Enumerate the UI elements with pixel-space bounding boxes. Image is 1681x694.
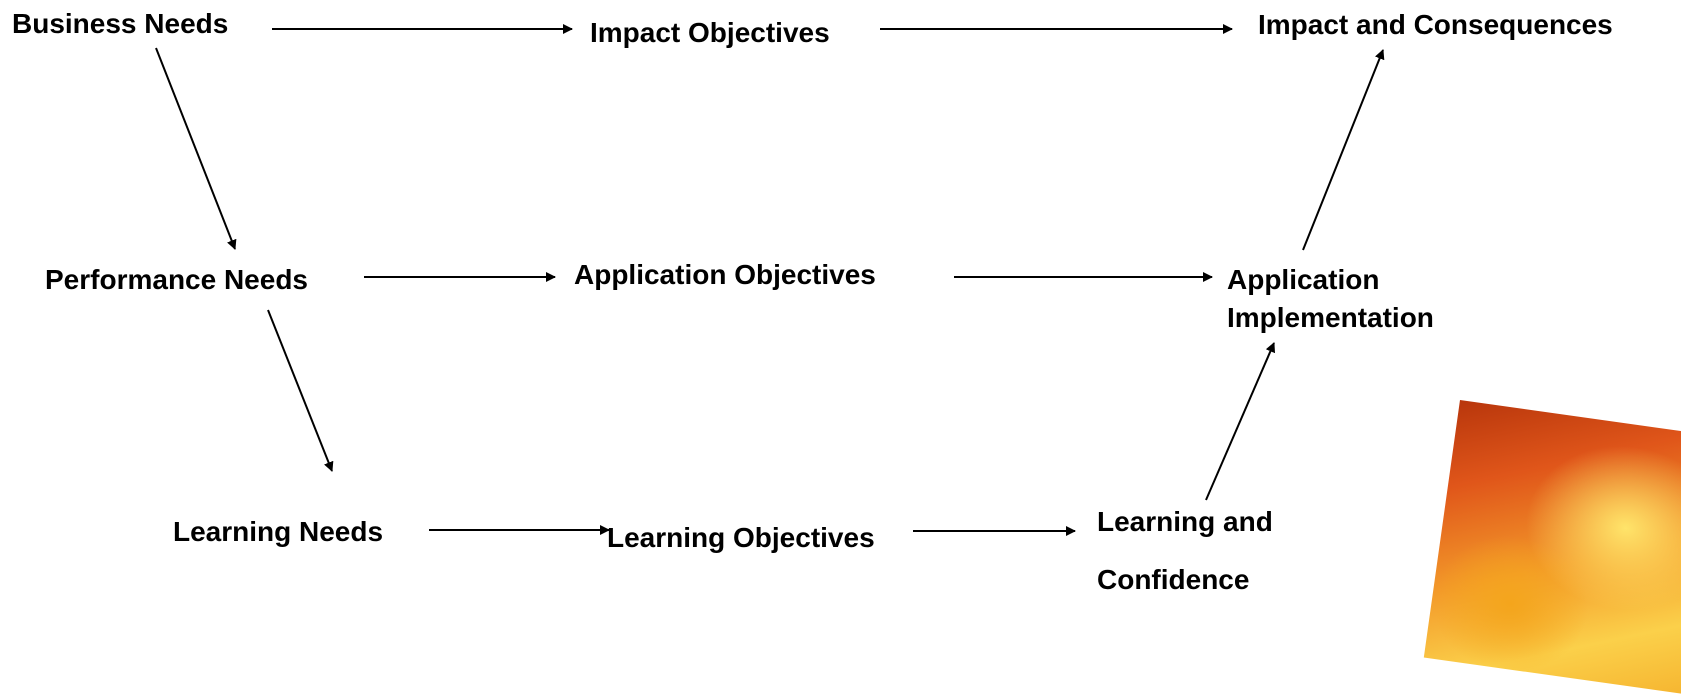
arrow-confidence-to-implementation (1205, 342, 1276, 501)
node-application-implementation-line2: Implementation (1227, 302, 1434, 333)
arrow-performance-to-learning-needs (267, 309, 334, 472)
node-learning-objectives: Learning Objectives (607, 522, 875, 553)
arrow-implementation-to-impact-consequences (1302, 49, 1385, 251)
node-learning-confidence-line1: Learning and (1097, 506, 1273, 537)
node-learning-needs: Learning Needs (173, 516, 384, 547)
arrow-business-to-performance (155, 47, 237, 250)
node-application-implementation-line1: Application (1227, 264, 1380, 295)
node-impact-objectives: Impact Objectives (590, 17, 830, 48)
node-learning-confidence-line2: Confidence (1097, 564, 1250, 595)
node-performance-needs: Performance Needs (45, 264, 309, 295)
node-business-needs: Business Needs (12, 8, 229, 39)
node-impact-consequences: Impact and Consequences (1258, 9, 1613, 40)
decorative-photo (1423, 400, 1681, 694)
flow-arrows (155, 24, 1385, 536)
node-application-objectives: Application Objectives (574, 259, 876, 290)
